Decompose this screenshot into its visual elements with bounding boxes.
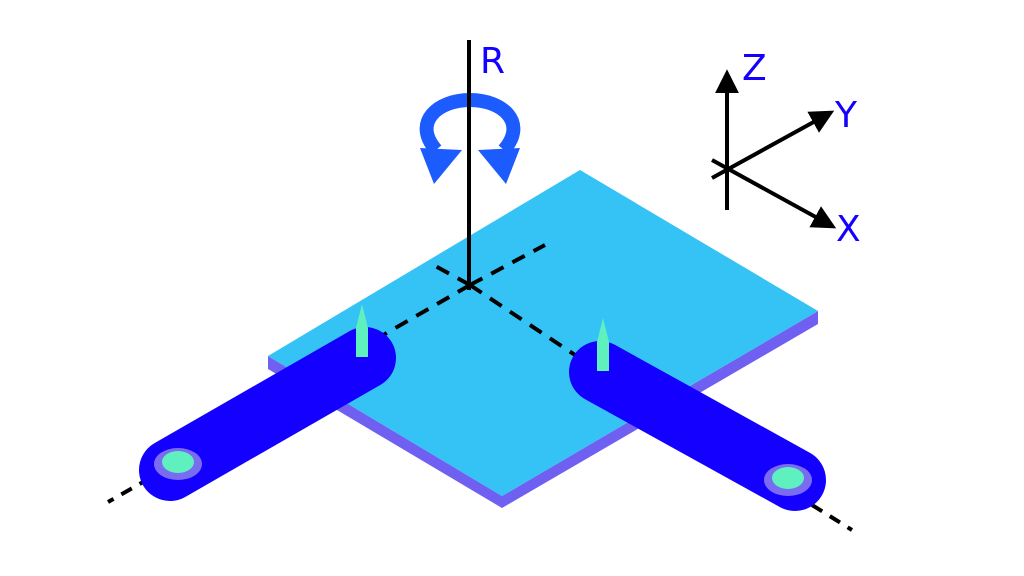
x-axis-arrow — [711, 158, 837, 229]
right-pin — [597, 318, 609, 371]
right-arm-dashed-extension — [810, 503, 854, 532]
y-axis-arrow — [711, 110, 835, 180]
rotation-arrowhead-right — [478, 148, 520, 184]
rotation-label: R — [480, 41, 505, 82]
z-axis-label: Z — [742, 48, 767, 89]
plate — [268, 170, 818, 508]
xyz-axes-icon — [711, 69, 837, 229]
left-pin — [356, 304, 368, 357]
x-axis-label: X — [836, 209, 861, 250]
dashed-line-lower-left — [377, 283, 471, 340]
right-arm-body — [569, 341, 826, 511]
plate-top — [268, 170, 818, 496]
y-axis-label: Y — [834, 95, 858, 136]
left-arm — [107, 304, 396, 504]
rotation-arrowhead-left — [420, 148, 462, 184]
left-arm-body — [139, 327, 396, 501]
plate-dashed-axes — [377, 243, 577, 357]
dashed-line-upper-left — [427, 260, 471, 287]
left-pivot-center — [162, 451, 194, 473]
rotation-arrow-icon — [419, 92, 521, 190]
right-arm — [569, 318, 854, 532]
dashed-line-lower-right — [468, 283, 577, 357]
right-pivot-center — [772, 467, 804, 489]
